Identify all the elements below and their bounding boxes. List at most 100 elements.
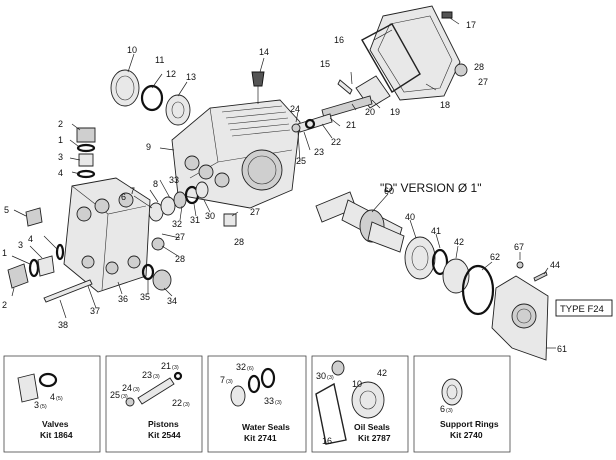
svg-text:(3): (3)	[183, 402, 190, 408]
svg-text:(3): (3)	[446, 408, 453, 414]
kit-valves-number: Kit 1864	[40, 430, 73, 440]
callout-30: 30	[205, 211, 215, 221]
callout-67: 67	[514, 242, 524, 252]
callout-8: 8	[153, 179, 158, 189]
connecting-rod	[321, 75, 391, 119]
callout-36: 36	[118, 294, 128, 304]
manifold-head	[63, 177, 151, 293]
water-seals-label-b: 7	[220, 375, 225, 385]
callout-24: 24	[290, 104, 300, 114]
callout-28-mid: 28	[234, 237, 244, 247]
callout-20: 20	[365, 107, 375, 117]
callout-2-bottom: 2	[2, 300, 7, 310]
kit-oil-seals-number: Kit 2787	[358, 433, 391, 443]
callout-34: 34	[167, 296, 177, 306]
callout-25: 25	[296, 156, 306, 166]
callout-4-top: 4	[58, 168, 63, 178]
callout-22: 22	[331, 137, 341, 147]
kit-valves: 4 (5) 3 (5) Valves Kit 1864	[3, 355, 101, 453]
callout-9: 9	[146, 142, 151, 152]
plunger-assembly	[291, 113, 333, 133]
pistons-label-a: 21	[161, 361, 171, 371]
kit-oil-seals-name: Oil Seals	[354, 422, 390, 432]
callout-42: 42	[454, 237, 464, 247]
callout-labels: 10 11 12 13 14 15 16 17 18 19 20 21 22 2…	[2, 20, 567, 354]
callout-60: 60	[384, 186, 394, 196]
callout-5: 5	[4, 205, 9, 215]
kit-water-seals-name: Water Seals	[242, 422, 290, 432]
callout-11: 11	[155, 55, 164, 65]
callout-12: 12	[166, 69, 176, 79]
kit-valves-name: Valves	[42, 419, 69, 429]
callout-27-top: 27	[478, 77, 488, 87]
callout-33: 33	[169, 175, 179, 185]
screw	[441, 11, 453, 19]
svg-text:(5): (5)	[40, 404, 47, 410]
callout-3-bottom: 3	[18, 240, 23, 250]
kit-support-rings: 6 (3) Support Rings Kit 2740	[413, 355, 511, 453]
kit-support-rings-number: Kit 2740	[450, 430, 483, 440]
kit-support-rings-name: Support Rings	[440, 419, 499, 429]
type-box: TYPE F24	[555, 299, 613, 317]
seal-stack	[148, 181, 237, 227]
callout-40: 40	[405, 212, 415, 222]
callout-38: 38	[58, 320, 68, 330]
valve-stack-bottom	[7, 243, 65, 289]
callout-31: 31	[190, 215, 200, 225]
svg-text:(3): (3)	[121, 394, 128, 400]
callout-1-bottom: 1	[2, 248, 7, 258]
water-seals-label-c: 33	[264, 396, 274, 406]
callout-37: 37	[90, 306, 100, 316]
callout-41: 41	[431, 226, 441, 236]
callout-28-top: 28	[474, 62, 484, 72]
callout-18: 18	[440, 100, 450, 110]
callout-15: 15	[320, 59, 330, 69]
valves-label-b: 3	[34, 400, 39, 410]
variant-label: "D" VERSION Ø 1"	[380, 181, 481, 195]
kit-water-seals-number: Kit 2741	[244, 433, 277, 443]
callout-35: 35	[140, 292, 150, 302]
callout-19: 19	[390, 107, 400, 117]
callout-3-top: 3	[58, 152, 63, 162]
pistons-label-e: 22	[172, 398, 182, 408]
kit-water-seals: 32 (6) 7 (3) 33 (3) Water Seals Kit 2741	[207, 355, 307, 453]
callout-6: 6	[121, 192, 126, 202]
callout-2-top: 2	[58, 119, 63, 129]
oil-seals-label-b: 10	[352, 379, 362, 389]
svg-text:(3): (3)	[226, 379, 233, 385]
valves-label-a: 4	[50, 392, 55, 402]
leader-lines	[11, 17, 556, 349]
svg-text:(5): (5)	[56, 396, 63, 402]
support-rings-label-a: 6	[440, 404, 445, 414]
oil-dipstick	[251, 71, 265, 104]
kit-pistons-name: Pistons	[148, 419, 179, 429]
bearing	[404, 236, 436, 280]
crankcase-body	[171, 99, 301, 209]
callout-4-bottom: 4	[28, 234, 33, 244]
kit-pistons: 21 (3) 23 (3) 24 (3) 25 (3) 22 (3) Pisto…	[105, 355, 203, 453]
nut	[516, 261, 524, 269]
o-ring	[461, 264, 495, 316]
pistons-label-b: 23	[142, 370, 152, 380]
kit-oil-seals: 30 (3) 10 42 16 Oil Seals Kit 2787	[311, 355, 409, 453]
valve-stack-top	[76, 127, 96, 179]
pistons-label-c: 24	[122, 383, 132, 393]
plug	[25, 207, 43, 227]
svg-text:(3): (3)	[172, 365, 179, 371]
svg-text:(3): (3)	[153, 374, 160, 380]
callout-7: 7	[130, 186, 135, 196]
callout-28-low: 28	[175, 254, 185, 264]
type-label: TYPE F24	[560, 304, 604, 315]
callout-61: 61	[557, 344, 567, 354]
drain-plug	[454, 63, 468, 77]
oil-seal-group	[110, 69, 191, 126]
callout-1-top: 1	[58, 135, 63, 145]
screw	[533, 271, 548, 282]
svg-text:(3): (3)	[327, 375, 334, 381]
svg-text:(3): (3)	[133, 387, 140, 393]
callout-21: 21	[346, 120, 356, 130]
oil-seals-label-a: 30	[316, 371, 326, 381]
callout-27-mid: 27	[250, 207, 260, 217]
